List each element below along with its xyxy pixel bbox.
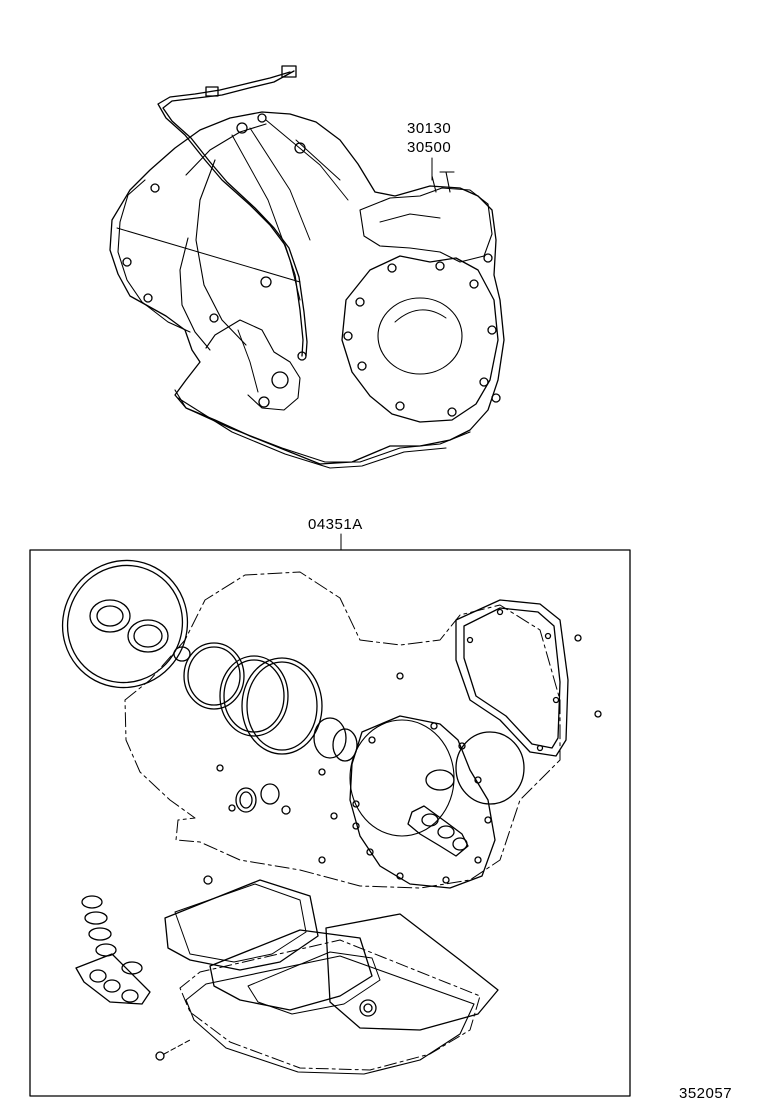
- governor-shaft: [407, 805, 469, 857]
- side-cover-bolts: [343, 253, 501, 417]
- o-ring-set: [183, 642, 358, 762]
- case-phantom-outline: [124, 571, 561, 889]
- gasket-kit[interactable]: [29, 533, 631, 1097]
- illustration-number: 352057: [679, 1085, 733, 1102]
- solenoid-o-rings: [75, 895, 191, 1061]
- bell-housing-bolts: [122, 113, 306, 303]
- side-cover: [341, 255, 499, 423]
- kit-frame: [29, 549, 631, 1097]
- part-number-30500[interactable]: 30500: [407, 139, 452, 156]
- small-seals: [203, 672, 404, 885]
- oil-pan-gasket: [455, 599, 569, 757]
- oil-pan-bolt-holes: [466, 608, 602, 752]
- speedometer-cable: [157, 65, 308, 361]
- valve-body-plates: [164, 879, 499, 1031]
- part-number-30130[interactable]: 30130: [407, 120, 452, 137]
- part-number-gasket-kit[interactable]: 04351A: [308, 516, 363, 533]
- oil-pump-seal-ring: [61, 559, 191, 689]
- gasket-bolt-holes: [352, 722, 492, 884]
- transaxle-assembly[interactable]: [109, 65, 505, 469]
- transaxle-case: [109, 111, 505, 465]
- converter-housing-gasket: [349, 715, 496, 889]
